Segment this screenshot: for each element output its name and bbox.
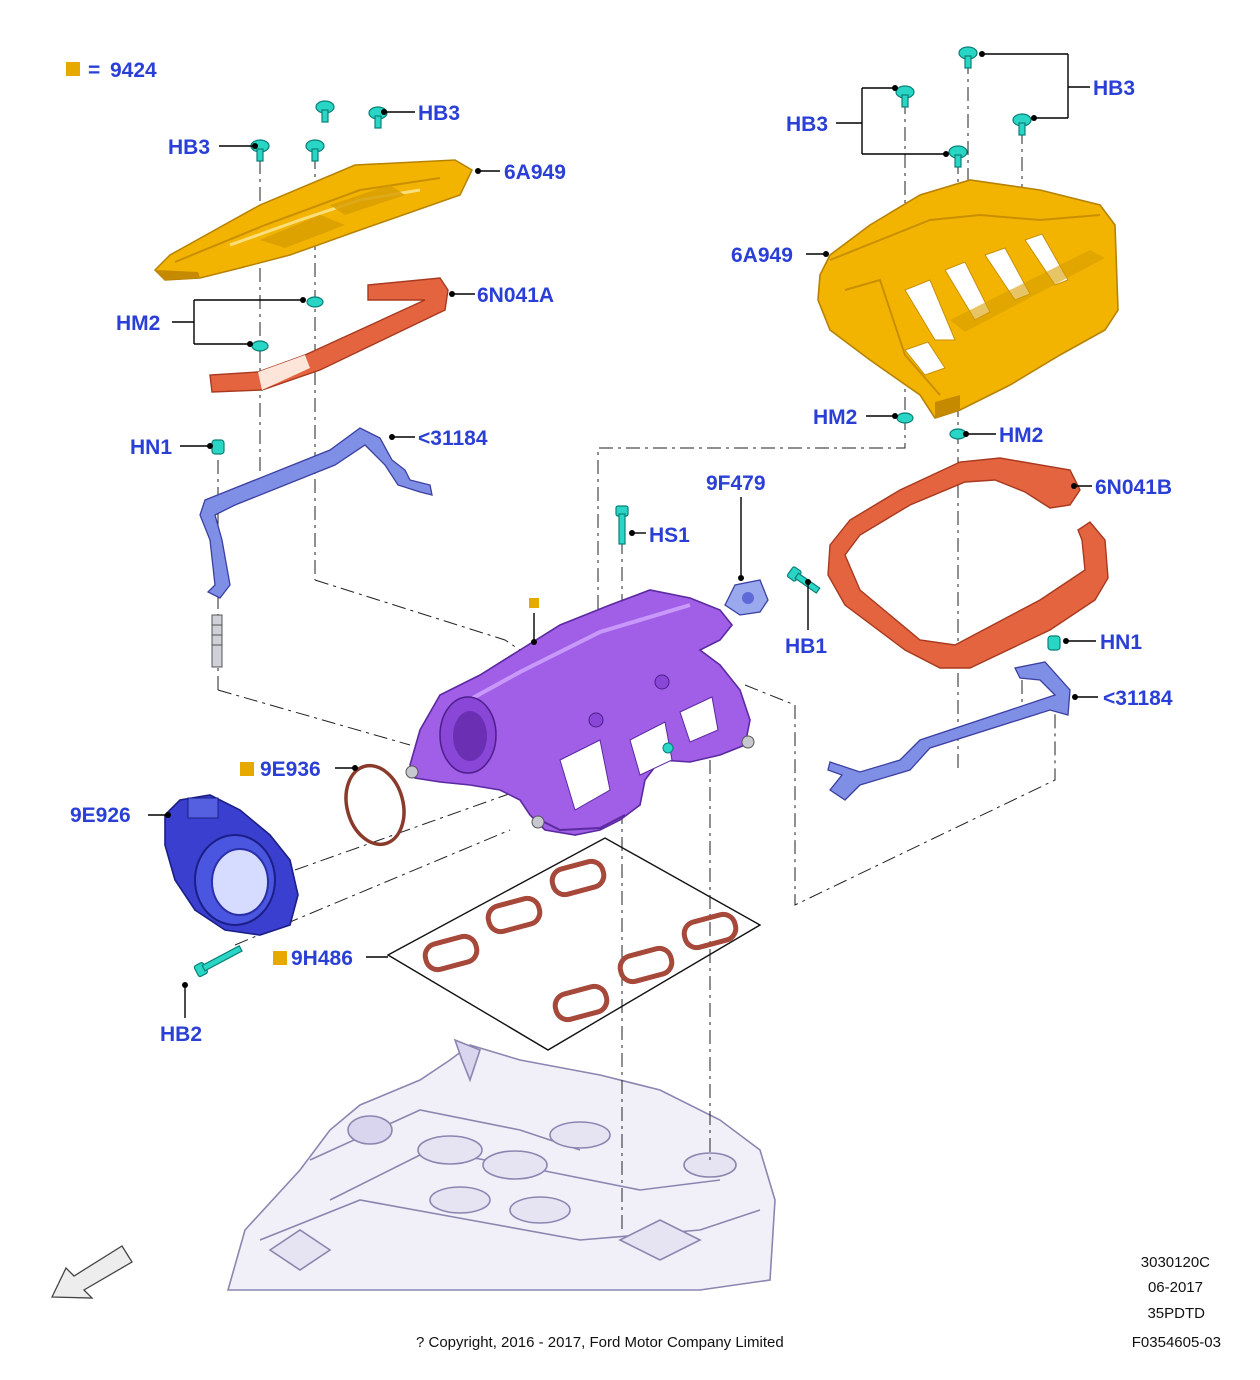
legend: = 9424 [66, 59, 157, 82]
engine-block [226, 1038, 776, 1291]
legend-marker-icon [273, 951, 287, 965]
label-bracket-left: <31184 [418, 427, 488, 450]
label-hb3-left-b: HB3 [418, 102, 460, 125]
engine-cover-left [153, 159, 473, 281]
label-oring: 9E936 [260, 758, 321, 781]
label-hm2-left: HM2 [116, 312, 160, 335]
label-hs1: HS1 [649, 524, 690, 547]
label-hm2-right-a: HM2 [813, 406, 857, 429]
legend-code: 9424 [110, 59, 157, 82]
footer-date: 06-2017 [1148, 1279, 1203, 1296]
label-bracket-right: <31184 [1103, 687, 1173, 710]
throttle-body [164, 794, 299, 936]
label-hb3-right-b: HB3 [1093, 77, 1135, 100]
bracket-left [199, 427, 433, 599]
leader-lines [148, 51, 1098, 1018]
footer-code-2: 35PDTD [1147, 1305, 1205, 1322]
legend-marker-icon [66, 62, 80, 76]
label-hm2-right-b: HM2 [999, 424, 1043, 447]
intake-manifold [405, 589, 755, 836]
label-seal-right: 6N041B [1095, 476, 1172, 499]
seal-right [827, 457, 1109, 669]
engine-cover-right [817, 179, 1119, 419]
legend-equals: = [88, 59, 100, 82]
footer-code-1: 3030120C [1141, 1254, 1210, 1271]
sensor-9f479 [724, 579, 769, 616]
legend-marker-icon [240, 762, 254, 776]
bracket-right [827, 661, 1071, 801]
copyright: ? Copyright, 2016 - 2017, Ford Motor Com… [416, 1334, 784, 1351]
footer: 3030120C 06-2017 35PDTD F0354605-03 ? Co… [416, 1254, 1221, 1351]
label-hb3-left-a: HB3 [168, 136, 210, 159]
label-hn1-left: HN1 [130, 436, 172, 459]
label-cover-right: 6A949 [731, 244, 793, 267]
label-port-gaskets: 9H486 [291, 947, 353, 970]
label-hn1-right: HN1 [1100, 631, 1142, 654]
label-cover-left: 6A949 [504, 161, 566, 184]
footer-code-3: F0354605-03 [1132, 1334, 1221, 1351]
port-gaskets [386, 837, 762, 1051]
label-sensor: 9F479 [706, 472, 766, 495]
label-hb3-right-a: HB3 [786, 113, 828, 136]
label-hb2: HB2 [160, 1023, 202, 1046]
part-labels: HB3 HB3 6A949 6N041A HM2 HN1 <31184 HS1 … [70, 77, 1173, 1046]
seal-left [209, 277, 449, 393]
label-seal-left: 6N041A [477, 284, 554, 307]
o-ring [344, 763, 406, 847]
label-hb1: HB1 [785, 635, 827, 658]
view-direction-arrow-icon [50, 1245, 133, 1299]
label-throttle-body: 9E926 [70, 804, 131, 827]
